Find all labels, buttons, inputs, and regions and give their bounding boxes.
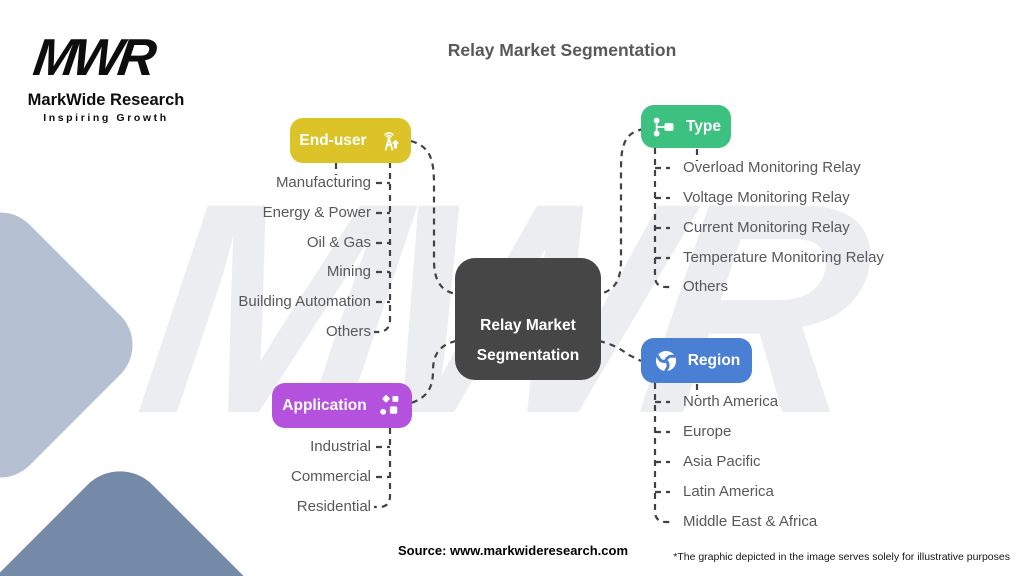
center-node-line1: Relay Market — [480, 317, 576, 334]
application-item: Industrial — [310, 438, 371, 455]
type-item-rail — [653, 148, 671, 289]
shapes-cluster-icon — [379, 394, 399, 415]
end-user-item: Building Automation — [238, 293, 371, 310]
end-user-item: Mining — [326, 263, 371, 280]
end-user-item-rail — [374, 162, 392, 334]
application-node-label: Application — [282, 396, 367, 414]
type-item: Others — [683, 278, 729, 295]
flowchart-icon — [653, 117, 674, 136]
globe-icon — [655, 350, 676, 372]
type-item: Overload Monitoring Relay — [683, 159, 861, 176]
type-item: Current Monitoring Relay — [683, 219, 850, 236]
center-node: Relay Market Segmentation — [455, 258, 601, 380]
region-item: Latin America — [683, 483, 774, 500]
source-note: Source: www.markwideresearch.com — [398, 543, 629, 558]
end-user-connector — [410, 139, 457, 296]
application-node: Application — [272, 383, 412, 428]
application-item-rail — [374, 428, 392, 509]
type-node: Type — [641, 105, 731, 148]
type-node-label: Type — [685, 117, 722, 135]
type-item: Voltage Monitoring Relay — [683, 189, 850, 206]
region-item: Middle East & Africa — [683, 513, 818, 530]
end-user-item: Oil & Gas — [306, 234, 371, 251]
region-item-rail — [653, 383, 671, 524]
disclaimer-note: *The graphic depicted in the image serve… — [673, 551, 1010, 563]
page-title: Relay Market Segmentation — [447, 40, 677, 60]
application-item: Commercial — [290, 468, 371, 485]
region-item: Asia Pacific — [683, 453, 761, 470]
region-item: North America — [683, 393, 779, 410]
end-user-node-label: End-user — [299, 131, 367, 149]
region-node-label: Region — [687, 351, 741, 369]
type-item: Temperature Monitoring Relay — [683, 249, 884, 266]
center-node-line2: Segmentation — [476, 347, 580, 364]
application-item: Residential — [296, 498, 371, 515]
logo-name: MarkWide Research — [27, 91, 185, 109]
application-connector — [410, 339, 457, 405]
logo-tagline: Inspiring Growth — [43, 112, 169, 124]
logo-acronym: MWR — [29, 29, 157, 87]
end-user-node: End-user — [290, 118, 411, 163]
region-node: Region — [641, 338, 752, 383]
end-user-item: Manufacturing — [275, 174, 371, 191]
end-user-item: Others — [325, 323, 371, 340]
end-user-item: Energy & Power — [262, 204, 371, 221]
region-connector — [598, 339, 642, 362]
region-item: Europe — [683, 423, 732, 440]
type-connector — [598, 127, 645, 296]
broadcast-tower-icon — [383, 131, 399, 151]
